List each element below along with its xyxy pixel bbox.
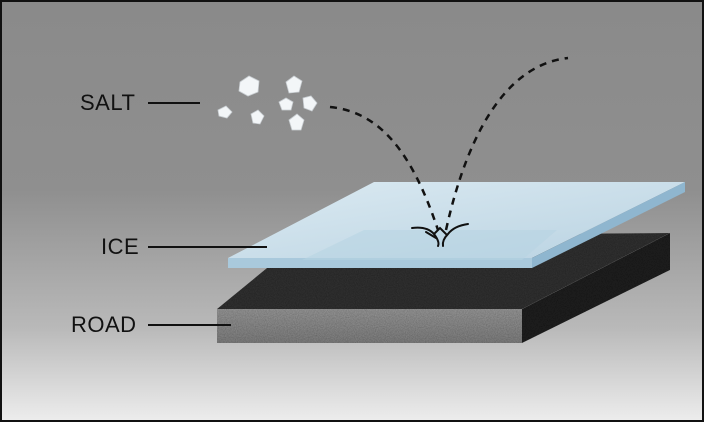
salt-crystals-icon <box>217 75 318 131</box>
melt-area <box>302 230 557 260</box>
road-front-face <box>217 309 522 343</box>
ice-sheet <box>228 182 685 268</box>
road-label: ROAD <box>71 312 137 337</box>
crack-icon <box>411 223 469 247</box>
salt-trajectory-left <box>329 105 440 231</box>
ice-side-face <box>532 182 685 268</box>
ice-label: ICE <box>101 234 140 259</box>
road-side-face <box>522 233 670 343</box>
ice-top-face <box>228 182 685 258</box>
salt-trajectory-right <box>444 56 569 231</box>
salt-label: SALT <box>80 90 136 115</box>
ice-front-face <box>228 258 532 268</box>
